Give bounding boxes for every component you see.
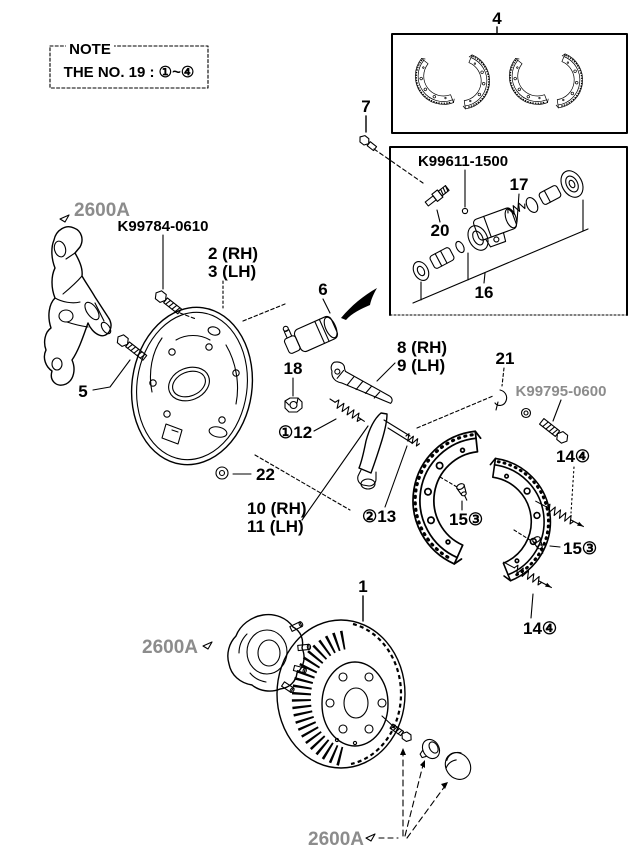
return-spring-lower: 14④ [501, 558, 557, 638]
callout-7: 7 [361, 97, 370, 116]
callout-14b: 14④ [523, 619, 557, 638]
callout-3: 3 (LH) [208, 262, 256, 281]
backing-plate-bolt: K99784-0610 [118, 218, 209, 320]
kit-part-code: K99611-1500 [418, 153, 508, 170]
backing-plate-callout: 2 (RH) 3 (LH) [208, 244, 258, 309]
brake-shoe-small [498, 56, 551, 116]
wheel-cylinder-parts [412, 170, 584, 281]
adjuster-spring: ①12 [278, 398, 365, 442]
wheel-cylinder-assembly: 6 [282, 280, 377, 354]
shoe-set-box: 4 [391, 9, 628, 134]
brake-drum: 1 [276, 577, 406, 769]
callout-8: 8 (RH) [397, 338, 447, 357]
callout-9: 9 (LH) [397, 356, 445, 375]
grommet: 22 [215, 465, 275, 484]
knuckle-assembly: 2600A [43, 200, 130, 386]
shoe-set-bolt-code: K99795-0600 [516, 383, 607, 400]
brake-shoe-small [462, 53, 494, 113]
callout-12: ①12 [278, 423, 312, 442]
callout-21: 21 [496, 349, 515, 368]
ref-2600a-bottom: 2600A [308, 829, 364, 850]
hub-assembly: 2600A [142, 613, 312, 694]
callout-17: 17 [510, 175, 529, 194]
note-title: NOTE [69, 41, 111, 58]
bleeder-cap-bolt: 7 [359, 97, 424, 184]
callout-11: 11 (LH) [247, 517, 304, 536]
callout-5: 5 [78, 382, 87, 401]
brake-shoe-left [401, 421, 484, 567]
callout-6: 6 [318, 280, 327, 299]
callout-14a: 14④ [556, 447, 590, 466]
ref-2600a-hub: 2600A [142, 637, 198, 658]
parking-lever: 10 (RH) 11 (LH) ②13 [247, 412, 420, 536]
backing-plate [130, 303, 351, 511]
adjuster-nut: 18 [284, 359, 303, 413]
backing-plate-bolt-code: K99784-0610 [118, 218, 209, 235]
callout-4: 4 [492, 9, 502, 28]
return-spring-upper: 14④ [533, 447, 590, 531]
note-box: NOTE THE NO. 19 : ①~④ [49, 39, 209, 89]
callout-15a: 15③ [449, 510, 483, 529]
anchor-bolt: 5 [78, 334, 148, 401]
ref-2600a-top: 2600A [74, 200, 130, 221]
brake-shoe-right [488, 451, 559, 583]
callout-10: 10 (RH) [247, 499, 307, 518]
hub-small-parts: 2600A [308, 715, 472, 850]
adjuster-lever: 8 (RH) 9 (LH) [330, 338, 447, 404]
callout-13: ②13 [362, 507, 396, 526]
callout-22: 22 [256, 465, 275, 484]
hold-down-pin-right: 15③ [513, 529, 597, 558]
shoe-hook-clip: 21 [416, 349, 515, 429]
note-text: THE NO. 19 : ①~④ [64, 64, 195, 81]
callout-1: 1 [358, 577, 367, 596]
hold-down-pin-left: 15③ [439, 476, 483, 529]
callout-15b: 15③ [563, 539, 597, 558]
callout-18: 18 [284, 359, 303, 378]
brake-shoe-small [404, 56, 457, 116]
callout-20: 20 [431, 221, 450, 240]
bleeder-screw [424, 185, 450, 207]
brake-shoe-small [555, 52, 587, 112]
callout-2: 2 (RH) [208, 244, 258, 263]
wheel-cylinder-kit-box: K99611-1500 20 [389, 146, 628, 316]
shoe-set-bolt: K99795-0600 [516, 383, 607, 444]
callout-16: 16 [475, 283, 494, 302]
